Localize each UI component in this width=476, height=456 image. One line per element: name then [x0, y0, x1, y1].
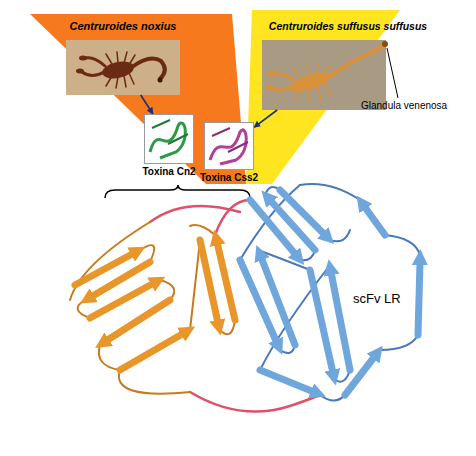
arrow-connector: [141, 95, 153, 114]
toxin-ground: [144, 114, 194, 164]
species-photo-box: Centruroides suffusus suffusus: [262, 18, 386, 110]
scorpion-stinger: [158, 78, 163, 83]
blue-loop: [300, 184, 360, 200]
blue-strand: [280, 190, 325, 235]
scorpion-figure: [270, 86, 292, 90]
orange-strand: [75, 240, 235, 370]
leader-line: [387, 48, 398, 98]
orange-strand: [200, 240, 218, 323]
scorpion-figure: [85, 58, 105, 66]
toxin-frame: [204, 122, 254, 170]
linker-loop: [190, 392, 320, 412]
scorpion-claw: [267, 72, 275, 77]
toxin-ribbon: [212, 128, 248, 152]
toxin-ground: [204, 122, 254, 170]
blue-strand: [270, 200, 315, 250]
blue-strand: [240, 260, 277, 343]
blue-loop: [240, 184, 420, 401]
scorpion-figure: [82, 52, 165, 88]
scorpion-claw: [79, 56, 87, 61]
orange-loop: [119, 370, 190, 394]
scfv-protein: [70, 184, 420, 412]
orange-loop: [160, 280, 174, 300]
linker-loop: [215, 200, 250, 235]
scorpion-figure: [330, 45, 384, 76]
toxin-box: Toxina Css2: [194, 122, 264, 184]
scorpion-figure: [272, 74, 293, 80]
species-name: Centruroides noxius: [70, 18, 177, 34]
orange-loop: [70, 222, 235, 394]
blue-loop: [385, 235, 420, 255]
arrow-connector: [254, 110, 277, 127]
linker-loop: [150, 200, 320, 412]
orange-strand: [217, 242, 235, 320]
blue-strand: [418, 262, 420, 335]
blue-strand: [345, 356, 375, 395]
orange-loop: [99, 345, 120, 370]
blue-strand: [310, 270, 333, 373]
scorpion-figure: [270, 45, 384, 102]
species-photo-box: Centruroides noxius: [66, 18, 180, 95]
orange-strand: [106, 300, 170, 341]
species-wedge: [30, 10, 400, 184]
scorpion-body: [101, 59, 136, 81]
scorpion-figure: [132, 59, 165, 79]
blue-strand: [260, 370, 314, 392]
toxin-ribbon: [150, 123, 185, 158]
toxin-name: Toxina Cn2: [134, 166, 204, 178]
toxin-ribbon: [152, 120, 188, 144]
toxin-name: Toxina Css2: [194, 172, 264, 184]
toxin-structure: [144, 114, 254, 170]
protein-label: scFv LR: [350, 290, 404, 308]
blue-loop: [320, 395, 345, 401]
scorpion-body: [287, 69, 333, 96]
yellow-wedge: [246, 10, 400, 184]
scorpion-claw: [265, 85, 273, 90]
bracket: [105, 185, 250, 198]
blue-loop: [380, 335, 418, 350]
orange-strand: [120, 333, 184, 370]
callout-label: Glandula venenosa: [361, 100, 447, 112]
toxin-box: Toxina Cn2: [134, 114, 204, 178]
blue-strand: [261, 257, 295, 345]
venom-gland: [382, 41, 388, 47]
scorpion-photo: [66, 40, 398, 110]
blue-strand: [364, 206, 385, 235]
orange-loop: [190, 225, 215, 235]
photo-frame: [262, 40, 386, 110]
scorpion-claw: [76, 69, 84, 74]
scorpion-figure: [82, 72, 104, 76]
blue-strand: [240, 190, 420, 395]
photo-ground: [66, 40, 180, 95]
orange-loop: [190, 240, 200, 330]
blue-strand: [331, 272, 350, 370]
species-name: Centruroides suffusus suffusus: [269, 18, 427, 34]
photo-frame: [66, 40, 180, 95]
blue-loop: [330, 230, 350, 241]
toxin-frame: [144, 114, 194, 164]
photo-ground: [262, 40, 386, 110]
